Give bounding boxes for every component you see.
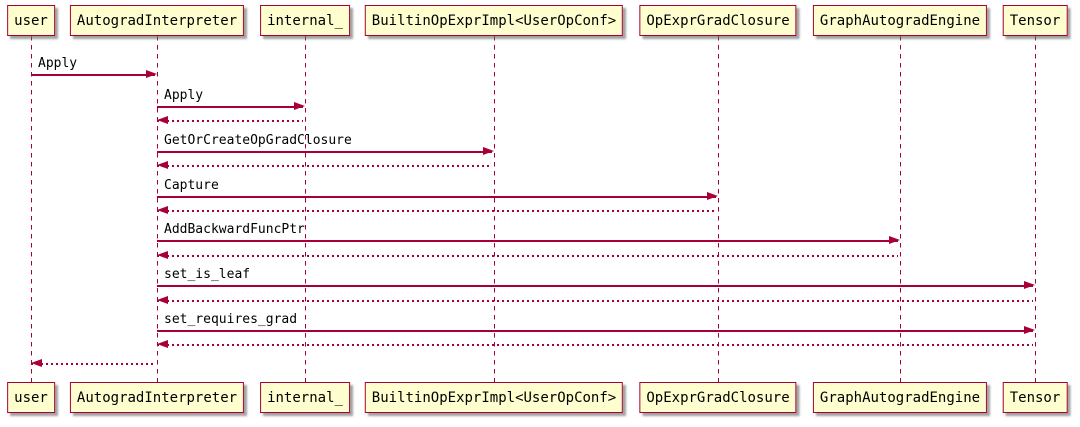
participant-bottom-internal: internal_ xyxy=(260,382,350,413)
message-label: GetOrCreateOpGradClosure xyxy=(164,133,352,148)
message-line xyxy=(157,196,716,198)
return-line xyxy=(31,363,155,365)
participant-top-builtinopexprimpl-useropconf: BuiltinOpExprImpl<UserOpConf> xyxy=(364,5,624,36)
return-line xyxy=(157,210,716,212)
participant-bottom-graphautogradengine: GraphAutogradEngine xyxy=(812,382,988,413)
message-line xyxy=(31,74,155,76)
arrowhead-icon xyxy=(157,340,168,349)
participant-top-user: user xyxy=(7,5,55,36)
arrowhead-icon xyxy=(483,147,494,156)
arrowhead-icon xyxy=(157,296,168,305)
lifeline-tensor xyxy=(1035,36,1036,382)
message-line xyxy=(157,240,898,242)
arrowhead-icon xyxy=(157,206,168,215)
return-line xyxy=(157,165,492,167)
arrowhead-icon xyxy=(1024,326,1035,335)
message-line xyxy=(157,151,492,153)
message-line xyxy=(157,330,1033,332)
participant-top-tensor: Tensor xyxy=(1002,5,1068,36)
participant-bottom-builtinopexprimpl-useropconf: BuiltinOpExprImpl<UserOpConf> xyxy=(364,382,624,413)
lifeline-builtinopexprimpl-useropconf xyxy=(494,36,495,382)
arrowhead-icon xyxy=(889,236,900,245)
return-line xyxy=(157,255,898,257)
message-label: Capture xyxy=(164,178,219,193)
lifeline-graphautogradengine xyxy=(900,36,901,382)
message-line xyxy=(157,285,1033,287)
message-label: Apply xyxy=(164,88,204,103)
return-line xyxy=(157,300,1033,302)
participant-bottom-tensor: Tensor xyxy=(1002,382,1068,413)
arrowhead-icon xyxy=(31,359,42,368)
arrowhead-icon xyxy=(146,70,157,79)
message-label: Apply xyxy=(38,56,78,71)
participant-top-opexprgradclosure: OpExprGradClosure xyxy=(639,5,797,36)
participant-bottom-autogradinterpreter: AutogradInterpreter xyxy=(69,382,245,413)
participant-top-autogradinterpreter: AutogradInterpreter xyxy=(69,5,245,36)
participant-top-graphautogradengine: GraphAutogradEngine xyxy=(812,5,988,36)
return-line xyxy=(157,344,1033,346)
lifeline-opexprgradclosure xyxy=(718,36,719,382)
message-label: set_is_leaf xyxy=(164,267,251,282)
message-label: set_requires_grad xyxy=(164,312,298,327)
participant-top-internal: internal_ xyxy=(260,5,350,36)
return-line xyxy=(157,120,303,122)
arrowhead-icon xyxy=(294,102,305,111)
arrowhead-icon xyxy=(157,251,168,260)
arrowhead-icon xyxy=(707,192,718,201)
arrowhead-icon xyxy=(1024,281,1035,290)
message-line xyxy=(157,106,303,108)
participant-bottom-opexprgradclosure: OpExprGradClosure xyxy=(639,382,797,413)
arrowhead-icon xyxy=(157,116,168,125)
message-label: AddBackwardFuncPtr xyxy=(164,222,305,237)
participant-bottom-user: user xyxy=(7,382,55,413)
lifeline-user xyxy=(31,36,32,382)
arrowhead-icon xyxy=(157,161,168,170)
lifeline-internal xyxy=(305,36,306,382)
